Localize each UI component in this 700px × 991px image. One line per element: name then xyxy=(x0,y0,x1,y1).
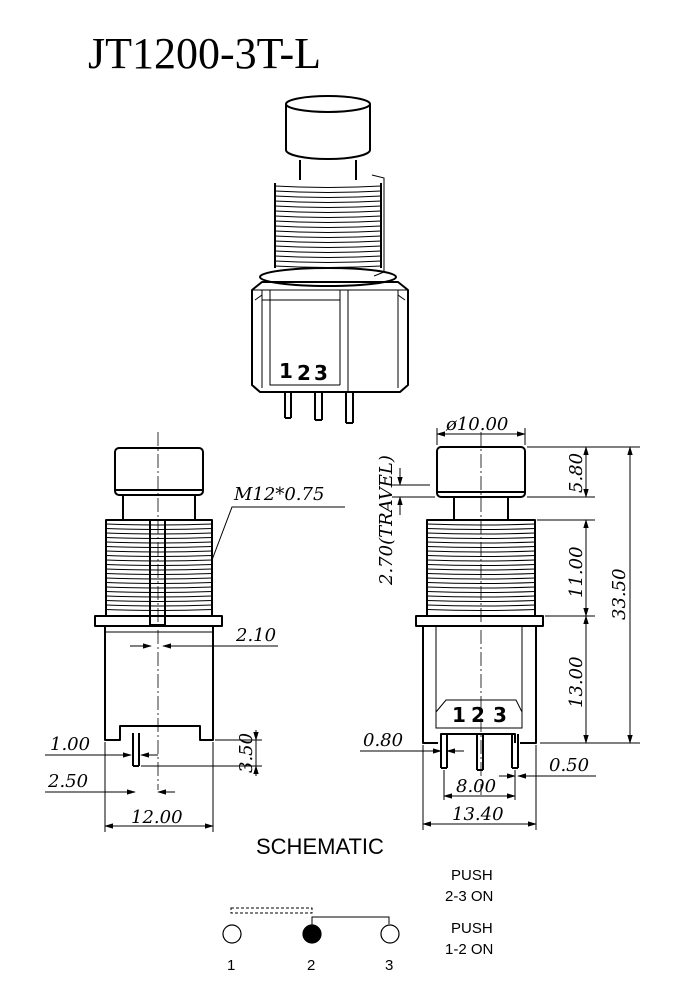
front-pin xyxy=(132,733,140,767)
dim-slot-width: 2.10 xyxy=(235,625,276,646)
dim-bushing-height: 11.00 xyxy=(566,546,587,598)
side-cap xyxy=(436,446,526,498)
isometric-view: 1 2 3 xyxy=(251,95,409,424)
side-pin-label-3: 3 xyxy=(493,703,507,727)
front-cap xyxy=(114,447,204,496)
dim-cap-height: 5.80 xyxy=(566,453,587,493)
state-2-line-1: PUSH xyxy=(451,920,493,937)
side-flange xyxy=(415,615,544,627)
front-key-slot xyxy=(149,519,166,626)
side-pins xyxy=(440,734,519,771)
iso-thread xyxy=(274,174,385,277)
state-1-line-2: 2-3 ON xyxy=(445,888,493,905)
iso-pin-label-3: 3 xyxy=(314,361,328,385)
iso-cap-side xyxy=(285,104,371,160)
dim-pin-span: 8.00 xyxy=(456,776,496,797)
iso-plunger xyxy=(299,160,357,180)
iso-cap-top xyxy=(285,95,371,113)
dim-body-height: 13.00 xyxy=(566,656,587,708)
terminal-1-circle xyxy=(222,924,242,944)
side-pin-label-1: 1 xyxy=(452,703,466,727)
terminal-2-circle xyxy=(302,924,322,944)
contact-bar xyxy=(311,916,390,925)
iso-pin-label-1: 1 xyxy=(279,359,293,383)
dim-base-width: 13.40 xyxy=(452,804,504,825)
dim-pin-gap: 0.50 xyxy=(549,755,589,776)
dim-body-width: 12.00 xyxy=(131,807,183,828)
terminal-label-1: 1 xyxy=(227,957,235,974)
front-flange xyxy=(94,615,223,627)
page-title: JT1200-3T-L xyxy=(88,29,321,78)
dim-pin-height: 3.50 xyxy=(236,733,257,773)
thread-spec-label: M12*0.75 xyxy=(233,484,324,505)
iso-flange xyxy=(259,267,397,287)
dim-travel: 2.70(TRAVEL) xyxy=(376,455,397,586)
dim-pin-thickness: 0.80 xyxy=(363,730,403,751)
schematic: SCHEMATIC PUSH 2-3 ON PUSH 1-2 ON 1 2 3 xyxy=(222,834,493,974)
state-2-line-2: 1-2 ON xyxy=(445,941,493,958)
iso-pin-label-2: 2 xyxy=(297,361,311,385)
thread-leader xyxy=(211,506,345,561)
dim-pin-offset: 2.50 xyxy=(47,771,88,792)
state-1-line-1: PUSH xyxy=(451,867,493,884)
terminal-3-circle xyxy=(380,924,400,944)
terminal-label-3: 3 xyxy=(385,957,393,974)
side-pin-label-2: 2 xyxy=(471,703,485,727)
front-body xyxy=(104,626,214,741)
iso-pins xyxy=(284,392,354,424)
dim-cap-diameter: ø10.00 xyxy=(445,414,508,435)
side-plunger xyxy=(453,497,509,520)
dim-pin-width: 1.00 xyxy=(50,734,90,755)
side-view: 1 2 3 ø10.00 2.70(TRAVEL) 5.80 xyxy=(360,414,640,830)
terminal-label-2: 2 xyxy=(307,957,315,974)
dim-total-height: 33.50 xyxy=(609,568,630,620)
front-thread-lines xyxy=(105,523,213,611)
front-view: M12*0.75 2.10 1.00 3.50 2.50 12.00 xyxy=(45,432,345,832)
schematic-title: SCHEMATIC xyxy=(256,834,384,859)
contact-pushed xyxy=(230,907,313,914)
front-plunger xyxy=(122,495,196,520)
iso-housing xyxy=(251,281,409,393)
